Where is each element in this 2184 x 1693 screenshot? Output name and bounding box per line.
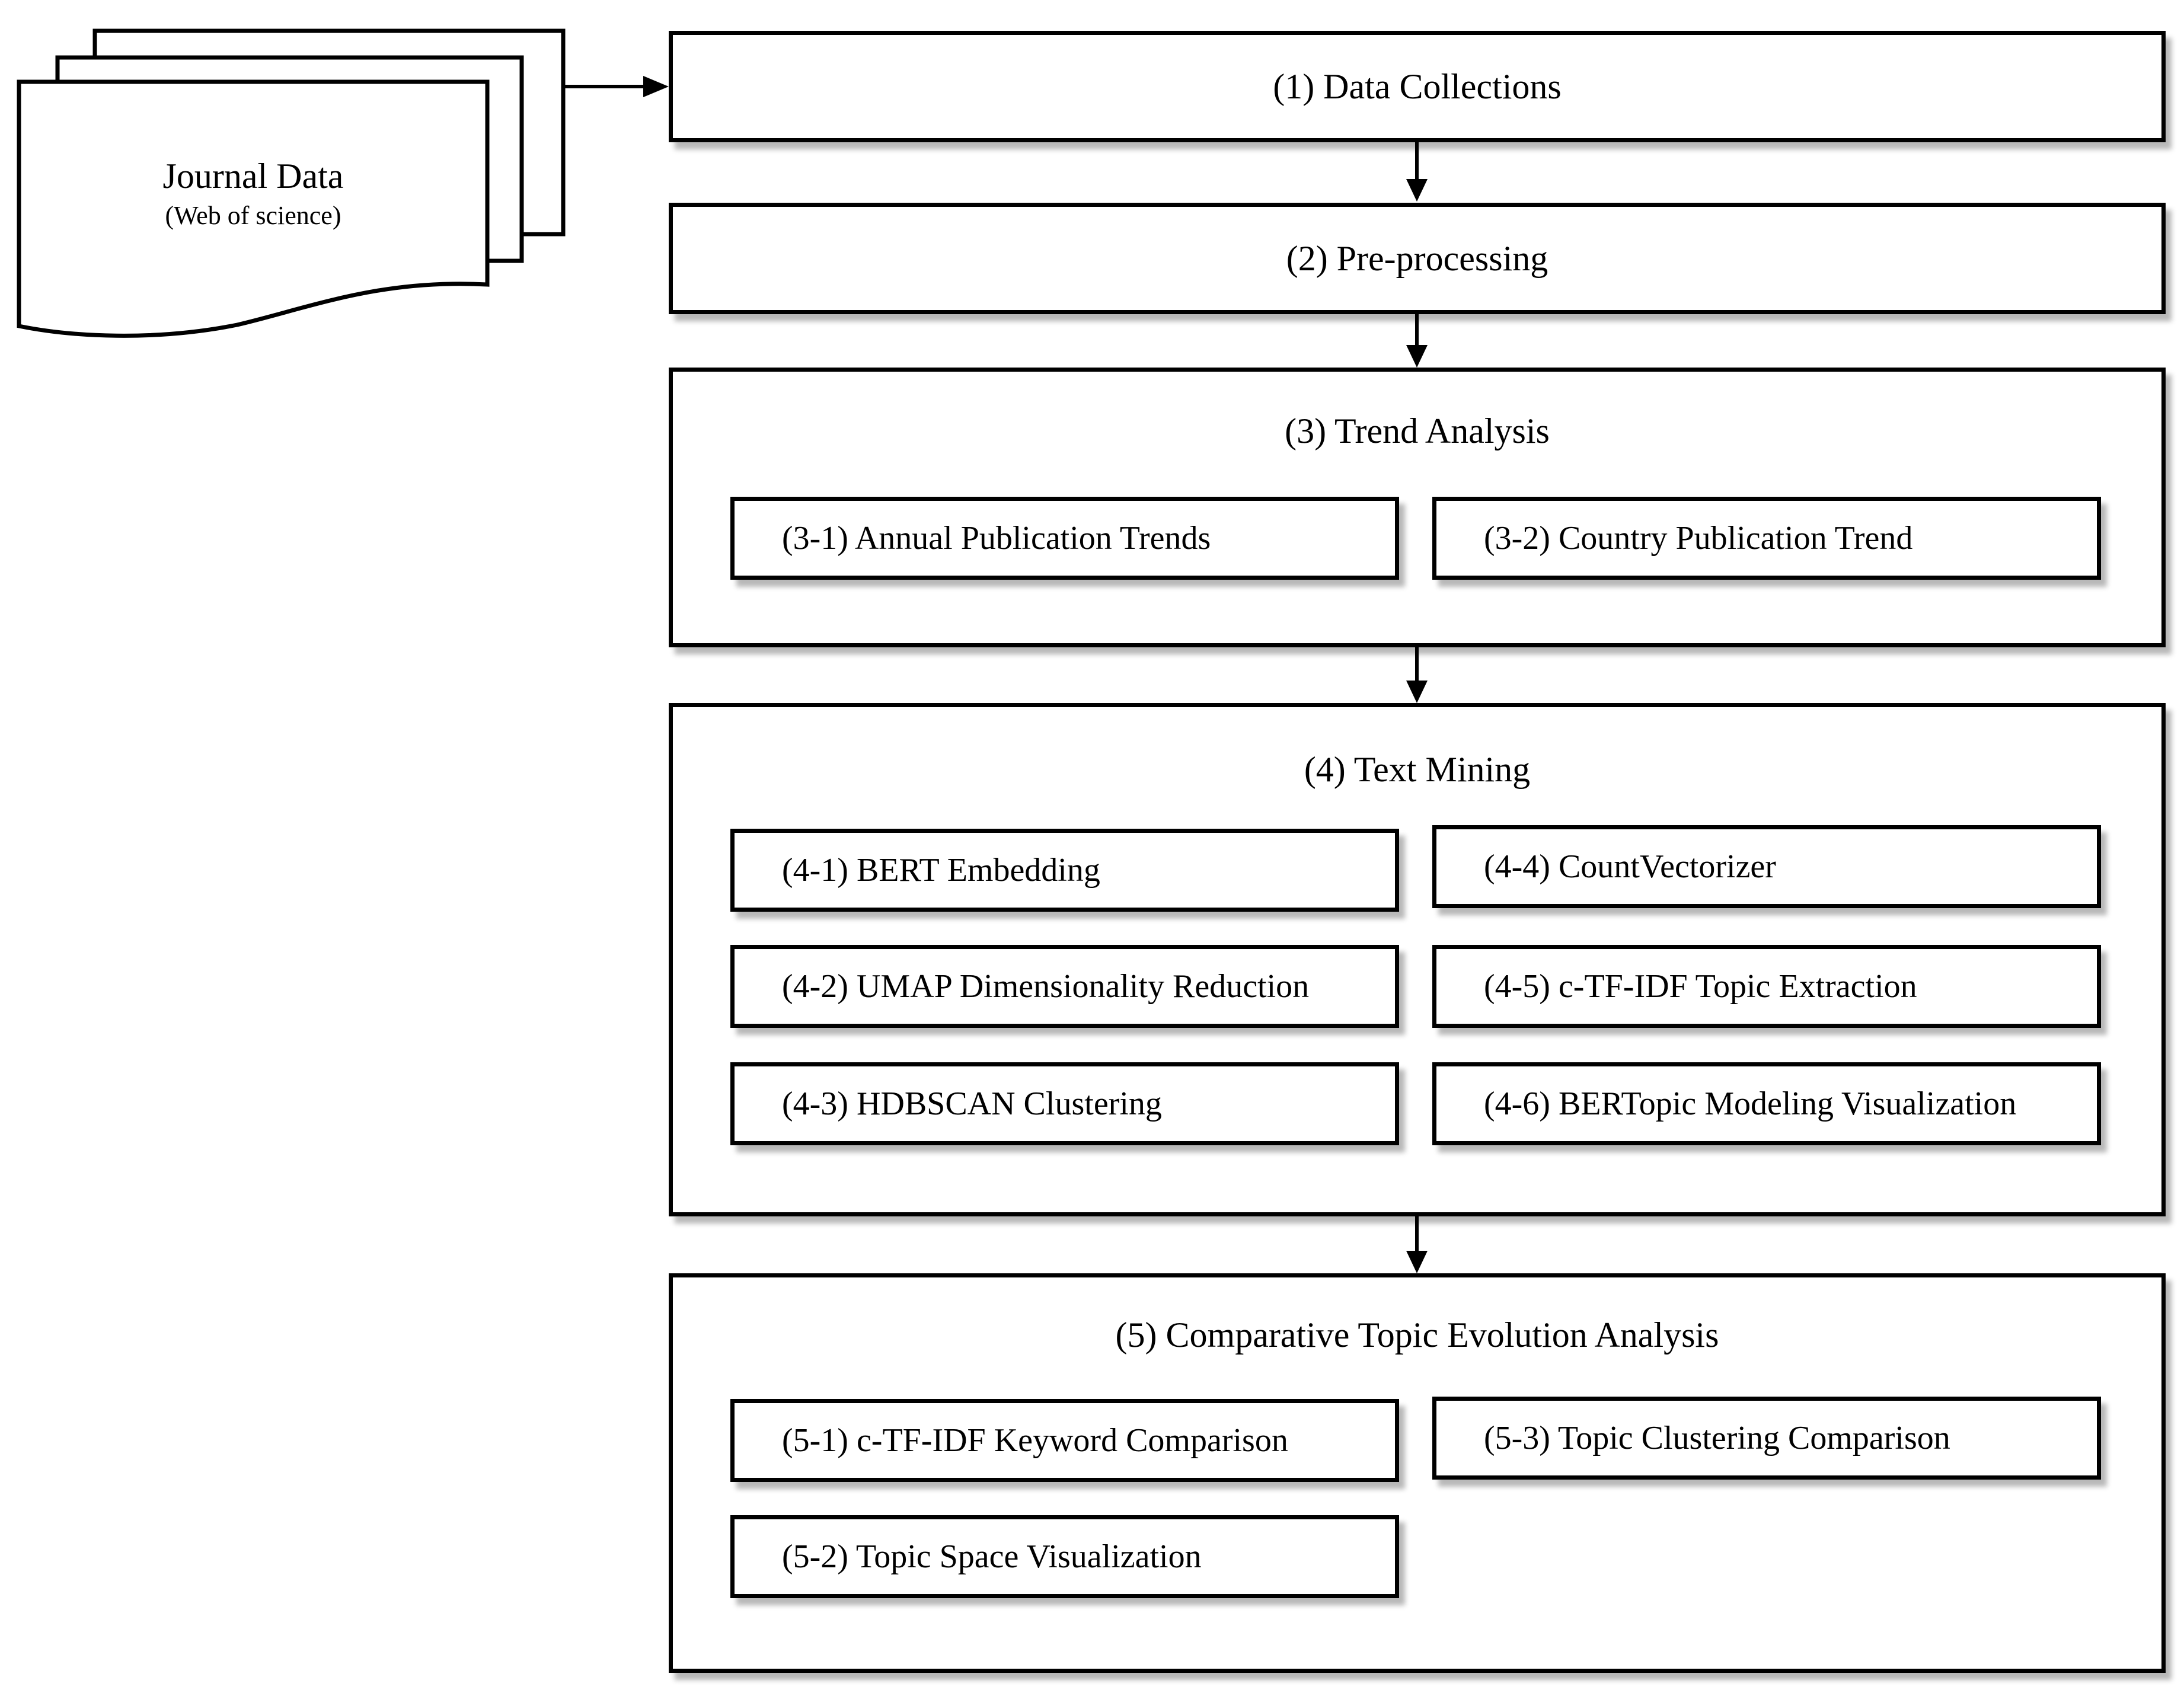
step-title: (5) Comparative Topic Evolution Analysis xyxy=(1115,1315,1719,1355)
substep-5-1: (5-1) c-TF-IDF Keyword Comparison xyxy=(730,1399,1399,1482)
substep-4-5: (4-5) c-TF-IDF Topic Extraction xyxy=(1432,945,2101,1028)
substep-label: (5-2) Topic Space Visualization xyxy=(782,1538,1202,1575)
step-title: (2) Pre-processing xyxy=(1286,239,1548,278)
substep-label: (4-3) HDBSCAN Clustering xyxy=(782,1085,1162,1122)
substep-label: (4-1) BERT Embedding xyxy=(782,852,1100,889)
substep-4-3: (4-3) HDBSCAN Clustering xyxy=(730,1062,1399,1145)
arrow-step4-to-step5 xyxy=(1406,1216,1428,1273)
document-stack-icon xyxy=(17,28,566,338)
substep-5-3: (5-3) Topic Clustering Comparison xyxy=(1432,1397,2101,1480)
substep-label: (5-3) Topic Clustering Comparison xyxy=(1484,1420,1950,1456)
arrow-step2-to-step3 xyxy=(1406,314,1428,368)
source-title: Journal Data xyxy=(162,156,344,196)
arrow-step1-to-step2 xyxy=(1406,142,1428,202)
substep-3-2: (3-2) Country Publication Trend xyxy=(1432,497,2101,580)
substep-label: (5-1) c-TF-IDF Keyword Comparison xyxy=(782,1422,1288,1459)
substep-label: (3-1) Annual Publication Trends xyxy=(782,520,1211,557)
arrow-source-to-step1 xyxy=(563,76,669,97)
step-title: (1) Data Collections xyxy=(1273,67,1562,106)
substep-4-2: (4-2) UMAP Dimensionality Reduction xyxy=(730,945,1399,1028)
substep-label: (4-2) UMAP Dimensionality Reduction xyxy=(782,968,1310,1005)
substep-4-1: (4-1) BERT Embedding xyxy=(730,829,1399,912)
arrow-step3-to-step4 xyxy=(1406,647,1428,703)
step-data-collections: (1) Data Collections xyxy=(669,31,2166,142)
substep-label: (4-4) CountVectorizer xyxy=(1484,848,1776,885)
step-title: (4) Text Mining xyxy=(1304,750,1531,789)
source-subtitle: (Web of science) xyxy=(165,201,341,230)
substep-4-4: (4-4) CountVectorizer xyxy=(1432,825,2101,908)
document-layer-front xyxy=(17,79,490,338)
substep-label: (3-2) Country Publication Trend xyxy=(1484,520,1913,557)
substep-label: (4-5) c-TF-IDF Topic Extraction xyxy=(1484,968,1917,1005)
substep-3-1: (3-1) Annual Publication Trends xyxy=(730,497,1399,580)
step-pre-processing: (2) Pre-processing xyxy=(669,203,2166,314)
substep-label: (4-6) BERTopic Modeling Visualization xyxy=(1484,1085,2017,1122)
substep-4-6: (4-6) BERTopic Modeling Visualization xyxy=(1432,1062,2101,1145)
step-title: (3) Trend Analysis xyxy=(1285,411,1550,451)
substep-5-2: (5-2) Topic Space Visualization xyxy=(730,1515,1399,1598)
